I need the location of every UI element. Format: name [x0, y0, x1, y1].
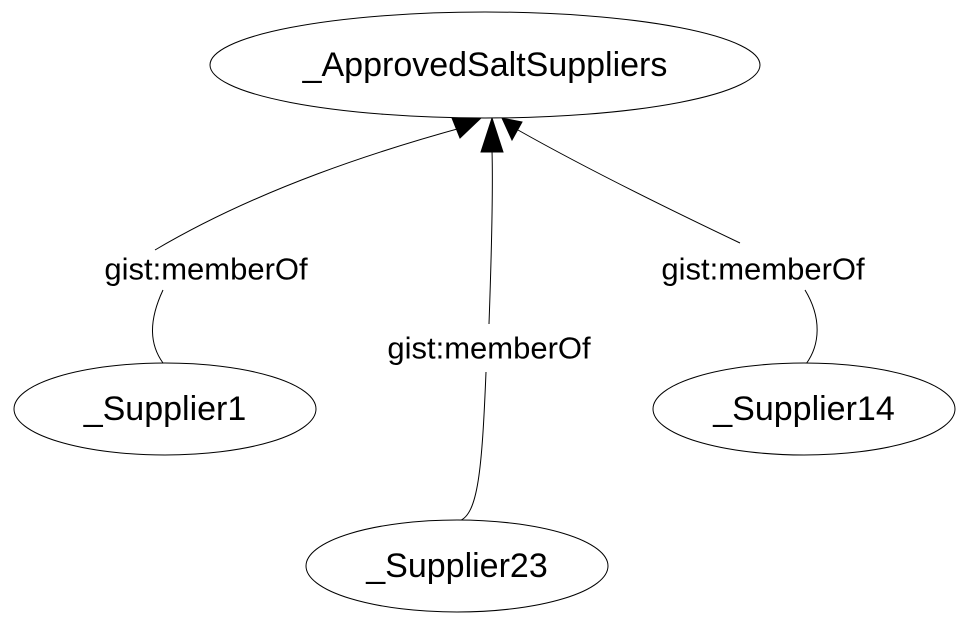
node-supplier1[interactable]: _Supplier1 [13, 362, 317, 456]
edge-supplier14-label: gist:memberOf [661, 252, 865, 287]
edge-supplier1-arrowhead [451, 116, 484, 139]
node-approved-salt-suppliers-ellipse [209, 11, 761, 119]
node-supplier14[interactable]: _Supplier14 [652, 362, 956, 456]
node-supplier1-ellipse [13, 362, 317, 456]
edge-supplier23-arrowhead [480, 116, 504, 153]
edge-supplier23-memberof: gist:memberOf [387, 116, 591, 522]
node-supplier23-ellipse [305, 519, 609, 613]
node-approved-salt-suppliers[interactable]: _ApprovedSaltSuppliers [209, 11, 761, 119]
edge-supplier23-line [458, 149, 493, 522]
edge-supplier14-arrowhead [501, 117, 523, 142]
node-supplier23-label: _Supplier23 [365, 547, 547, 585]
node-supplier1-label: _Supplier1 [83, 390, 247, 428]
node-approved-salt-suppliers-label: _ApprovedSaltSuppliers [302, 46, 668, 84]
node-supplier14-ellipse [652, 362, 956, 456]
edge-supplier1-label: gist:memberOf [104, 252, 308, 287]
edge-supplier14-memberof: gist:memberOf [501, 117, 865, 365]
edge-supplier1-memberof: gist:memberOf [104, 116, 484, 364]
edge-supplier14-line [517, 129, 818, 365]
node-supplier23[interactable]: _Supplier23 [305, 519, 609, 613]
edge-supplier23-label: gist:memberOf [387, 331, 591, 366]
edge-supplier1-line [152, 125, 469, 364]
node-supplier14-label: _Supplier14 [712, 390, 894, 428]
